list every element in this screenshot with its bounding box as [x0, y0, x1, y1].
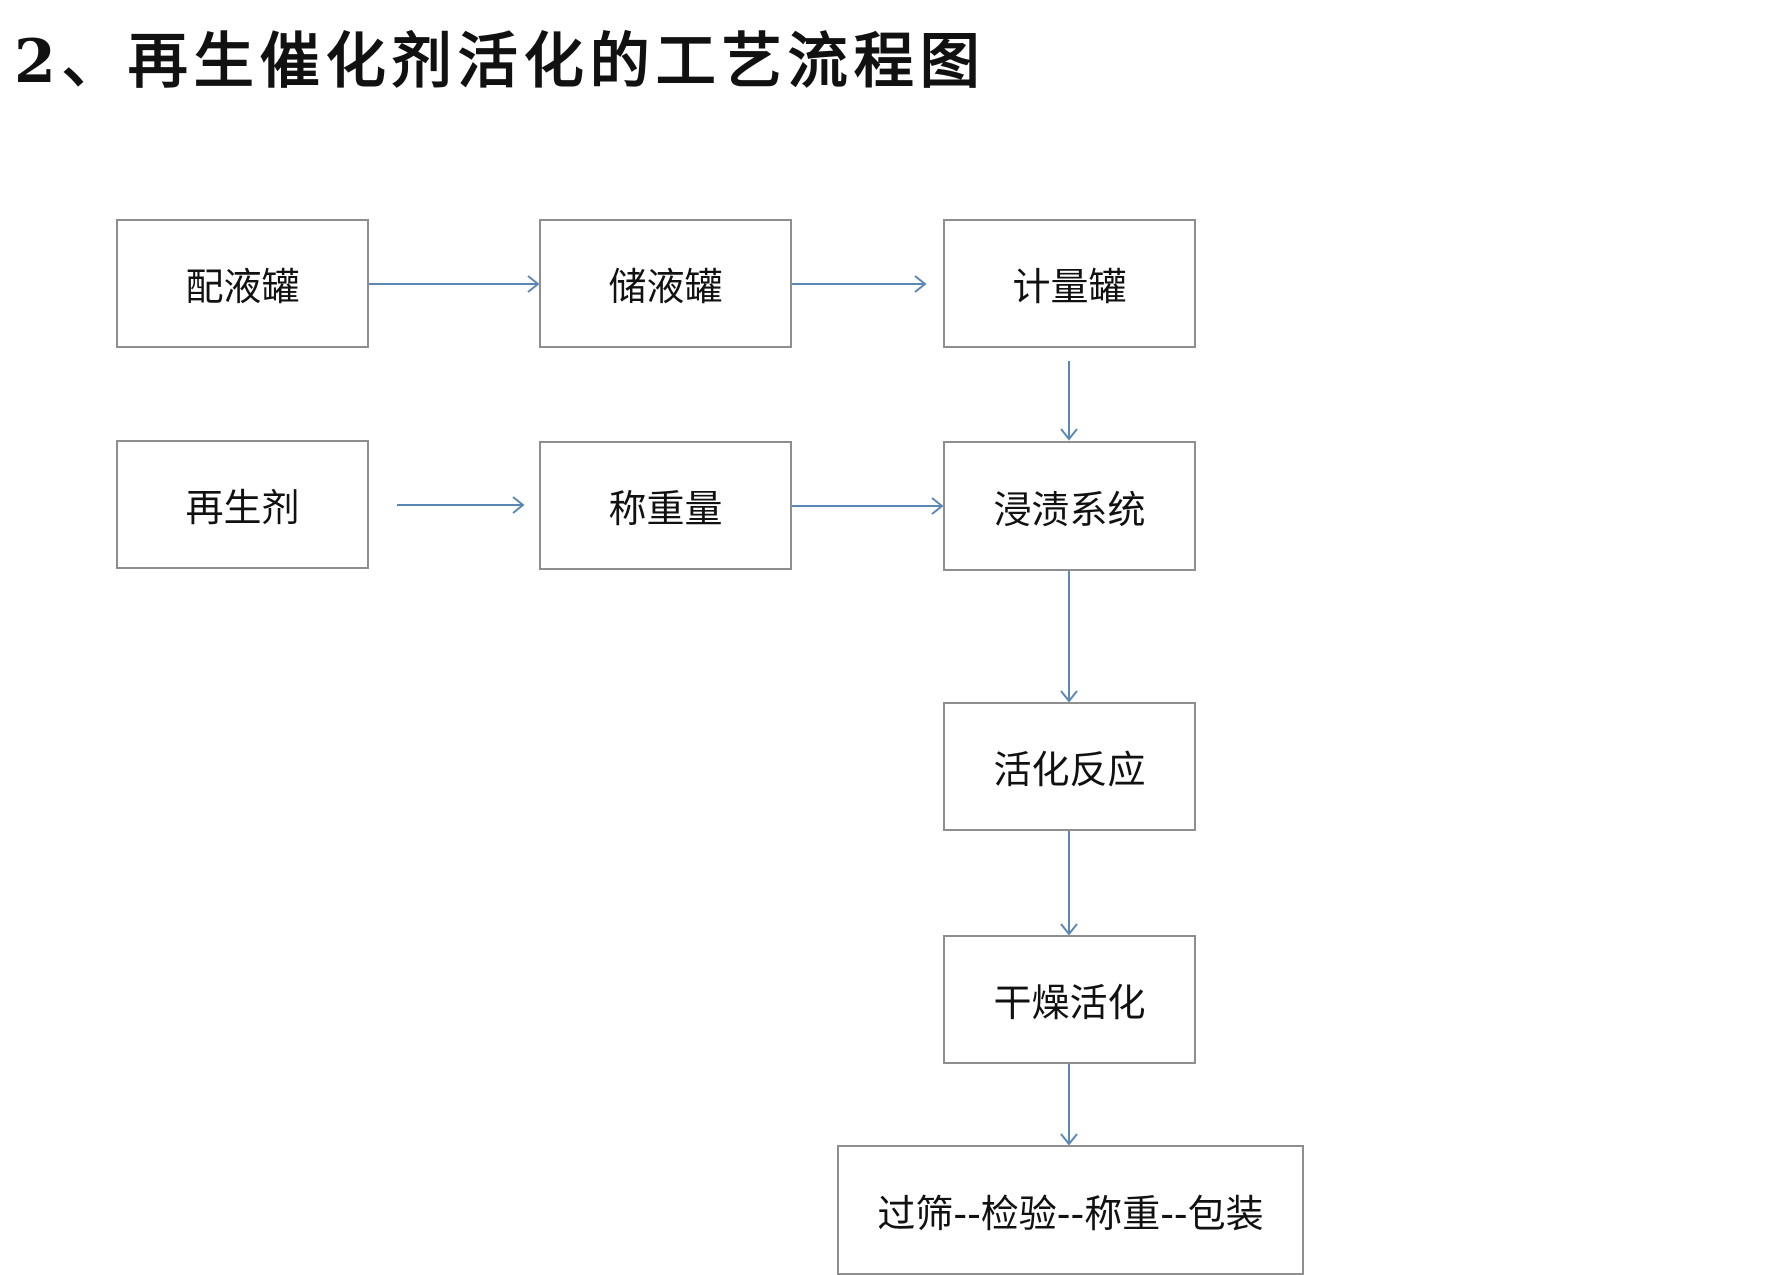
node-label: 配液罐 — [185, 265, 300, 309]
node-label: 浸渍系统 — [993, 487, 1146, 532]
node-storage-tank: 储液罐 — [539, 219, 792, 348]
arrow-metering-to-impregnation — [1060, 361, 1078, 441]
node-impregnation-system: 浸渍系统 — [943, 441, 1196, 571]
arrow-activation-to-drying — [1060, 831, 1078, 936]
node-label: 活化反应 — [993, 748, 1146, 792]
page-title: 2、再生催化剂活化的工艺流程图 — [14, 27, 986, 97]
node-label: 干燥活化 — [993, 981, 1146, 1025]
arrow-mixing-to-storage — [369, 275, 540, 293]
arrow-regenerant-to-weighing — [397, 496, 525, 514]
arrow-drying-to-final — [1060, 1064, 1078, 1146]
node-label: 储液罐 — [608, 265, 723, 309]
node-drying-activation: 干燥活化 — [943, 935, 1196, 1064]
arrow-weighing-to-impregnation — [792, 497, 944, 515]
node-label: 过筛--检验--称重--包装 — [877, 1191, 1264, 1236]
node-metering-tank: 计量罐 — [943, 219, 1196, 348]
node-regenerant: 再生剂 — [116, 440, 369, 569]
node-final-steps: 过筛--检验--称重--包装 — [837, 1145, 1304, 1275]
arrow-storage-to-metering — [792, 275, 927, 293]
node-label: 再生剂 — [185, 486, 300, 530]
arrow-impregnation-to-activation — [1060, 571, 1078, 703]
node-weighing: 称重量 — [539, 441, 792, 570]
node-mixing-tank: 配液罐 — [116, 219, 369, 348]
node-label: 称重量 — [608, 487, 723, 531]
node-label: 计量罐 — [1012, 265, 1127, 309]
node-activation-reaction: 活化反应 — [943, 702, 1196, 831]
